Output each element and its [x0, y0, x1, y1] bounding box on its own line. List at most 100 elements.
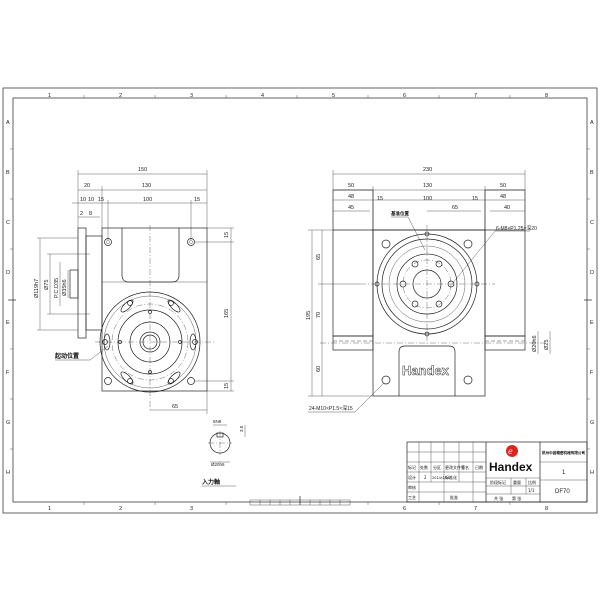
svg-text:5: 5	[332, 93, 335, 99]
front-view	[77, 225, 215, 410]
svg-text:60: 60	[316, 366, 322, 372]
input-shaft-detail: 6N9 3.5 Ø20h6 入力軸	[201, 419, 246, 487]
svg-text:阶段标记: 阶段标记	[490, 479, 506, 485]
svg-text:8: 8	[545, 93, 548, 99]
svg-text:3: 3	[190, 506, 193, 512]
svg-text:G: G	[6, 420, 10, 426]
model-number: DF70	[555, 489, 570, 495]
svg-text:C: C	[6, 220, 10, 226]
svg-text:分区: 分区	[433, 464, 441, 470]
svg-text:15: 15	[224, 383, 230, 389]
svg-text:45: 45	[348, 205, 354, 211]
scale-value: 1	[562, 470, 566, 476]
svg-text:15: 15	[472, 196, 478, 202]
svg-text:C: C	[590, 220, 594, 226]
svg-text:6: 6	[403, 93, 406, 99]
svg-text:1/1: 1/1	[528, 488, 535, 493]
svg-text:65: 65	[452, 205, 458, 211]
svg-text:重量: 重量	[513, 479, 521, 485]
svg-text:Ø119h7: Ø119h7	[34, 279, 40, 298]
svg-text:20: 20	[84, 183, 90, 189]
svg-text:工艺: 工艺	[408, 495, 416, 500]
svg-text:100: 100	[143, 197, 152, 203]
side-view-dimensions: 230 50 130 50 48 15 100 15 48 45 65 40 1…	[306, 167, 551, 413]
svg-text:G: G	[590, 420, 594, 426]
svg-text:共 张: 共 张	[494, 495, 503, 501]
svg-text:50: 50	[348, 183, 354, 189]
svg-text:2: 2	[119, 93, 122, 99]
svg-text:B: B	[590, 170, 594, 176]
svg-text:批准: 批准	[450, 494, 458, 500]
svg-text:230: 230	[423, 167, 432, 173]
input-shaft-label: 入力軸	[201, 478, 220, 486]
svg-text:标准化: 标准化	[445, 474, 457, 480]
thread-callout-bottom: 24-M10×P1.5×深15	[309, 405, 353, 412]
front-body	[101, 227, 208, 392]
start-position-label: 起动位置	[54, 352, 79, 360]
side-view: Handex	[320, 189, 545, 397]
svg-text:8: 8	[545, 506, 548, 512]
svg-text:B: B	[6, 170, 10, 176]
svg-text:A: A	[6, 120, 10, 126]
svg-text:48: 48	[500, 194, 506, 200]
svg-text:比例: 比例	[528, 479, 536, 485]
svg-text:2014/4/25: 2014/4/25	[432, 476, 450, 480]
inner-frame	[12, 97, 588, 503]
scale-ruler	[249, 496, 351, 506]
svg-text:F: F	[6, 370, 10, 376]
svg-text:Ø75: Ø75	[44, 280, 50, 290]
svg-text:15: 15	[98, 197, 104, 203]
svg-text:165: 165	[224, 309, 230, 318]
svg-text:2: 2	[119, 506, 122, 512]
title-block: 标记 处数 分区 更改文件号 签名 日期 设计 2 2014/4/25 标准化 …	[406, 441, 588, 503]
svg-text:130: 130	[423, 183, 432, 189]
svg-text:15: 15	[194, 197, 200, 203]
svg-text:更改文件号: 更改文件号	[445, 464, 465, 470]
svg-text:F: F	[590, 370, 594, 376]
svg-text:P.C.D35: P.C.D35	[54, 278, 60, 298]
company-name: 杭州中昌精密机械有限公司	[541, 450, 586, 455]
svg-text:7: 7	[474, 93, 477, 99]
frame-column-labels: 1 2 3 4 5 6 7 8 1 2 3 6 7 8	[48, 93, 548, 512]
svg-text:e: e	[508, 447, 513, 456]
svg-text:D: D	[6, 270, 10, 276]
input-flange	[77, 227, 87, 339]
svg-text:H: H	[6, 470, 10, 476]
frame-row-labels: A B C D E F G H A B C D E F G H	[6, 120, 594, 476]
svg-text:D: D	[590, 270, 594, 276]
svg-text:40: 40	[504, 205, 510, 211]
svg-text:65: 65	[172, 404, 178, 410]
frame-column-ticks	[83, 95, 511, 505]
svg-text:15: 15	[224, 232, 230, 238]
svg-text:6: 6	[403, 506, 406, 512]
svg-text:Ø20h6: Ø20h6	[211, 462, 225, 467]
brand-logo-text: Handex	[489, 460, 533, 474]
svg-text:1: 1	[48, 93, 51, 99]
body-brand-label: Handex	[402, 363, 450, 378]
front-view-dimensions: 150 20 130 10 10 15 100 15 2 8 15 165 15…	[34, 167, 234, 414]
svg-text:Ø20h6: Ø20h6	[532, 335, 538, 352]
svg-text:3.5: 3.5	[239, 425, 244, 432]
svg-text:10: 10	[88, 197, 94, 203]
svg-text:48: 48	[348, 194, 354, 200]
svg-text:2: 2	[80, 211, 83, 217]
svg-text:E: E	[6, 320, 10, 326]
svg-text:8: 8	[89, 211, 92, 217]
svg-text:A: A	[590, 120, 594, 126]
svg-text:7: 7	[474, 506, 477, 512]
svg-text:2: 2	[424, 475, 427, 480]
svg-text:195: 195	[306, 311, 312, 320]
svg-text:3: 3	[190, 93, 193, 99]
svg-text:70: 70	[316, 312, 322, 318]
svg-text:150: 150	[138, 167, 147, 173]
svg-text:日期: 日期	[475, 464, 483, 470]
svg-text:设计: 设计	[408, 474, 416, 480]
svg-text:Ø35h6: Ø35h6	[62, 279, 68, 296]
svg-text:E: E	[590, 320, 594, 326]
handex-logo-icon	[506, 445, 518, 457]
frame-row-ticks	[8, 148, 592, 450]
svg-text:标记: 标记	[408, 464, 416, 470]
datum-callout: 基准位置	[391, 210, 409, 217]
svg-text:15: 15	[377, 196, 383, 202]
